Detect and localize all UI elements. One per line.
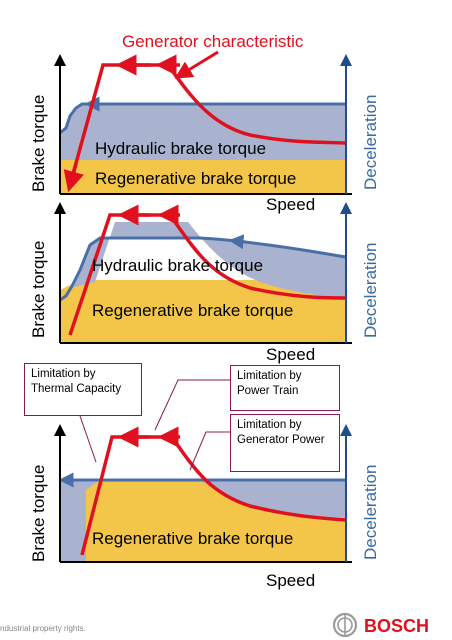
panel-2-generator-curve: [68, 213, 346, 336]
panel-1-hydraulic-label: Hydraulic brake torque: [95, 139, 266, 158]
power-train-callout: Limitation by Power Train: [230, 365, 340, 411]
panel-1-regenerative-area: [60, 160, 345, 194]
generator-characteristic-title: Generator characteristic: [122, 32, 304, 51]
panel-2-y-label: Brake torque: [29, 241, 48, 338]
panel-3-y-label: Brake torque: [29, 465, 48, 562]
panel-1-hydraulic-area: [60, 104, 345, 160]
panel-2-x-label: Speed: [266, 345, 315, 364]
panel-3-generator-curve: [80, 435, 346, 556]
panel-1-y-label: Brake torque: [29, 95, 48, 192]
panel-2-right-label: Deceleration: [361, 243, 380, 338]
panel-3-right-label: Deceleration: [361, 465, 380, 560]
panel-3-regenerative-area: [60, 480, 345, 562]
panel-1-generator-arrow-down: [63, 163, 84, 193]
panel-2: Hydraulic brake torque Regenerative brak…: [29, 202, 380, 364]
bosch-armature-icon: [332, 612, 358, 638]
thermal-capacity-callout: Limitation by Thermal Capacity: [24, 363, 142, 416]
thermal-capacity-text: Limitation by Thermal Capacity: [31, 368, 122, 395]
bosch-logo: BOSCH: [332, 612, 429, 638]
panel-3-regenerative-label: Regenerative brake torque: [92, 529, 293, 548]
panel-2-deceleration-arrow: [228, 234, 247, 250]
generator-power-callout-pointer: [189, 431, 230, 471]
thermal-callout-pointer: [79, 415, 97, 463]
panel-2-hydraulic-label: Hydraulic brake torque: [92, 256, 263, 275]
panel-3-x-label: Speed: [266, 571, 315, 590]
panel-1-x-label: Speed: [266, 195, 315, 214]
generator-power-text: Limitation by Generator Power: [237, 419, 325, 446]
panel-2-regenerative-label: Regenerative brake torque: [92, 301, 293, 320]
property-rights-text: ndustrial property rights.: [0, 624, 86, 633]
power-train-text: Limitation by Power Train: [237, 370, 302, 397]
title-pointer-arrow: [174, 50, 219, 79]
panel-2-hydraulic-area: [60, 222, 345, 300]
generator-power-callout: Limitation by Generator Power: [230, 414, 340, 472]
panel-1-right-label: Deceleration: [361, 95, 380, 190]
panel-1: Hydraulic brake torque Regenerative brak…: [29, 54, 380, 214]
panel-3: Regenerative brake torque Speed Brake to…: [29, 379, 380, 590]
bosch-wordmark: BOSCH: [364, 616, 429, 636]
power-train-callout-pointer: [154, 379, 230, 431]
panel-1-regenerative-label: Regenerative brake torque: [95, 169, 296, 188]
panel-1-deceleration-line: [59, 102, 345, 135]
panel-2-regenerative-area: [60, 280, 345, 343]
panel-1-generator-curve: [68, 63, 346, 186]
